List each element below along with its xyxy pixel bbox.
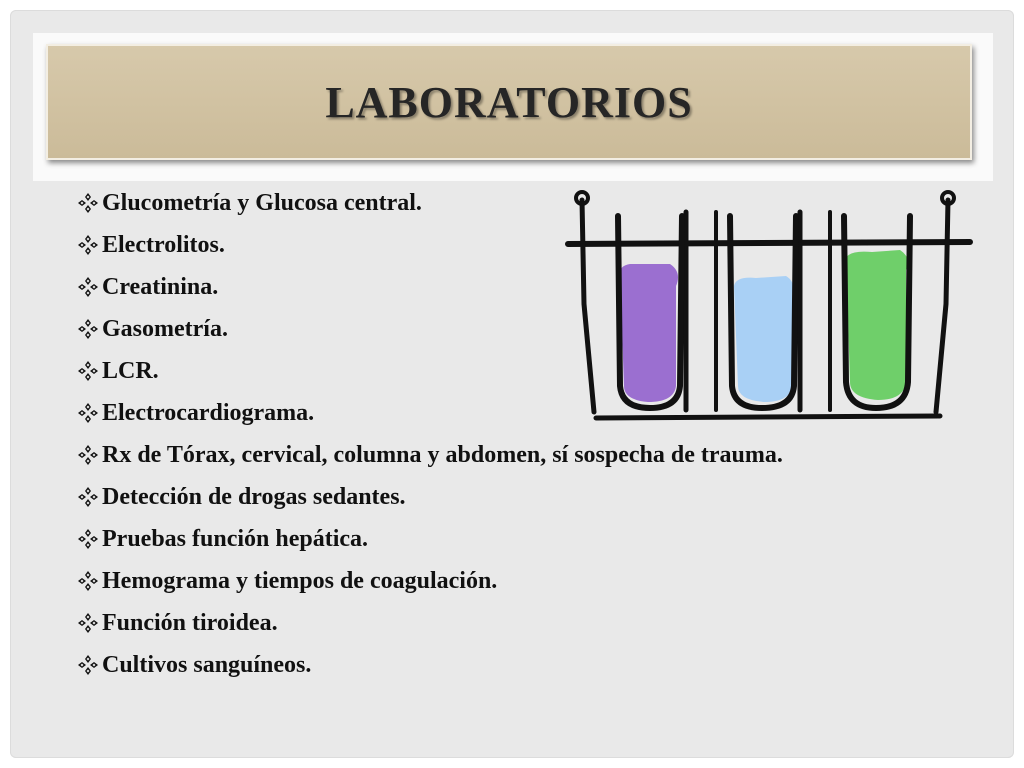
diamond-bullet-icon <box>78 235 98 255</box>
diamond-bullet-icon <box>78 193 98 213</box>
list-item-text: Función tiroidea. <box>102 610 278 636</box>
diamond-bullet-icon <box>78 361 98 381</box>
diamond-bullet-icon <box>78 487 98 507</box>
bullet-list: Glucometría y Glucosa central. Electroli… <box>74 188 934 680</box>
list-item: Gasometría. <box>74 314 934 344</box>
list-item-text: Creatinina. <box>102 274 219 300</box>
list-item: Creatinina. <box>74 272 934 302</box>
diamond-bullet-icon <box>78 445 98 465</box>
diamond-bullet-icon <box>78 613 98 633</box>
list-item-text: Cultivos sanguíneos. <box>102 652 312 678</box>
diamond-bullet-icon <box>78 277 98 297</box>
list-item: Rx de Tórax, cervical, columna y abdomen… <box>74 440 934 470</box>
list-item: LCR. <box>74 356 934 386</box>
list-item-text: Detección de drogas sedantes. <box>102 484 406 510</box>
list-item-text: Gasometría. <box>102 316 228 342</box>
test-tube-blue <box>727 213 799 412</box>
test-tubes-illustration <box>565 190 973 421</box>
list-item-text: Glucometría y Glucosa central. <box>102 190 422 216</box>
diamond-bullet-icon <box>78 655 98 675</box>
content-area: Glucometría y Glucosa central. Electroli… <box>74 188 934 692</box>
list-item: Hemograma y tiempos de coagulación. <box>74 566 934 596</box>
list-item: Glucometría y Glucosa central. <box>74 188 934 218</box>
diamond-bullet-icon <box>78 529 98 549</box>
list-item: Cultivos sanguíneos. <box>74 650 934 680</box>
list-item-text: Hemograma y tiempos de coagulación. <box>102 568 498 594</box>
diamond-bullet-icon <box>78 319 98 339</box>
list-item: Función tiroidea. <box>74 608 934 638</box>
list-item: Pruebas función hepática. <box>74 524 934 554</box>
diamond-bullet-icon <box>78 571 98 591</box>
list-item-text: Rx de Tórax, cervical, columna y abdomen… <box>102 442 783 468</box>
diamond-bullet-icon <box>78 403 98 423</box>
list-item-text: Pruebas función hepática. <box>102 526 369 552</box>
list-item: Electrolitos. <box>74 230 934 260</box>
list-item-text: Electrolitos. <box>102 232 225 258</box>
title-box: LABORATORIOS <box>46 44 972 160</box>
list-item: Electrocardiograma. <box>74 398 934 428</box>
list-item-text: LCR. <box>102 358 159 384</box>
list-item-text: Electrocardiograma. <box>102 400 315 426</box>
slide-title: LABORATORIOS <box>325 77 693 127</box>
test-tube-rack <box>565 190 973 421</box>
test-tube-purple <box>615 213 685 412</box>
test-tube-green <box>841 213 913 412</box>
list-item: Detección de drogas sedantes. <box>74 482 934 512</box>
